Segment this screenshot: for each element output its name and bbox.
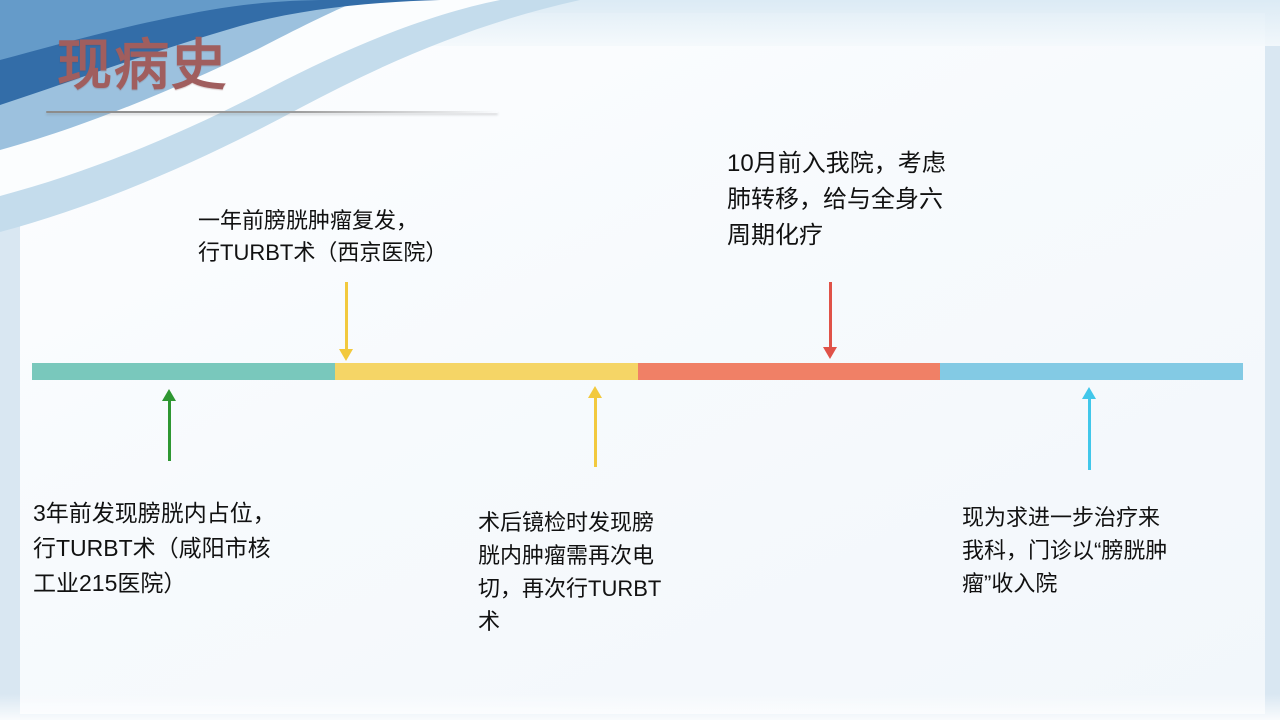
event-label-1-year-ago: 一年前膀胱肿瘤复发， 行TURBT术（西京医院） <box>198 208 448 265</box>
page-title: 现病史 <box>57 34 229 96</box>
down-arrow-icon-event-1-year-ago <box>339 282 353 361</box>
timeline-segment-4 <box>940 363 1243 380</box>
down-arrow-icon-event-10-months-ago <box>823 282 837 359</box>
title-divider-line <box>46 111 498 113</box>
bottom-fade-decoration <box>0 694 1280 720</box>
up-arrow-icon-event-now <box>1082 387 1096 470</box>
timeline-bar <box>32 363 1243 380</box>
timeline-segment-3 <box>637 363 941 380</box>
event-label-3-years-ago: 3年前发现膀胱内占位， 行TURBT术（咸阳市核 工业215医院） <box>33 500 276 596</box>
up-arrow-icon-event-3-years-ago <box>162 389 176 461</box>
event-label-now: 现为求进一步治疗来 我科，门诊以“膀胱肿 瘤”收入院 <box>962 505 1168 596</box>
up-arrow-icon-event-post-op <box>588 386 602 467</box>
timeline-segment-2 <box>334 363 638 380</box>
event-label-post-op: 术后镜检时发现膀 胱内肿瘤需再次电 切，再次行TURBT 术 <box>478 510 662 634</box>
timeline-segment-1 <box>32 363 335 380</box>
event-label-10-months-ago: 10月前入我院，考虑 肺转移，给与全身六 周期化疗 <box>727 150 946 249</box>
